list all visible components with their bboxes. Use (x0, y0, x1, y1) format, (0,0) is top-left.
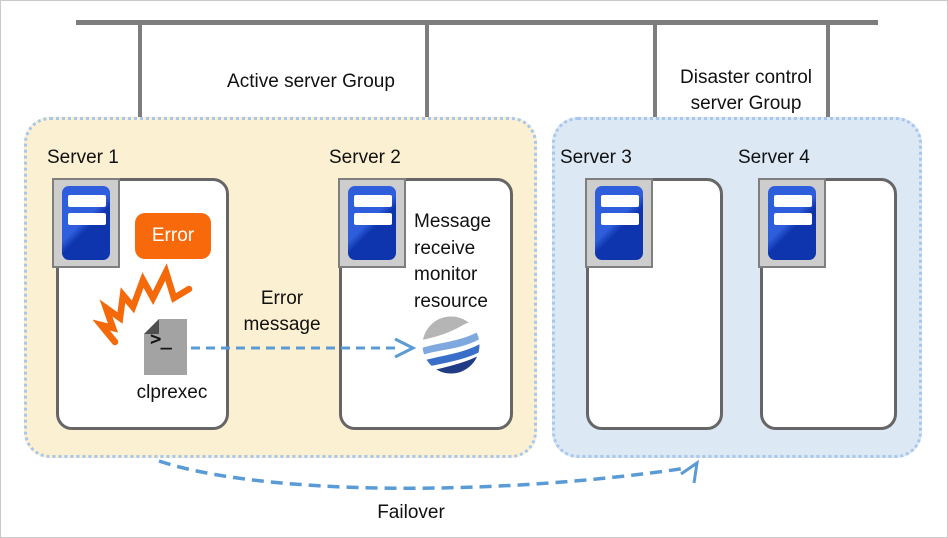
network-drop-line-server2 (425, 20, 429, 179)
error-message-label: Error message (243, 288, 321, 335)
server-unit-shape (595, 186, 643, 260)
server-slot-bar (354, 213, 392, 225)
monitor-resource-label: Message receive monitor resource (414, 211, 492, 312)
server2-label: Server 2 (329, 147, 401, 168)
server-slot-bar (354, 195, 392, 207)
server3-label: Server 3 (560, 147, 632, 168)
server4-label: Server 4 (738, 147, 810, 168)
server-slot-bar (774, 213, 812, 225)
server1-icon (52, 178, 120, 268)
network-drop-line-server1 (138, 20, 142, 179)
server-unit-shape (62, 186, 110, 260)
network-bus-line (76, 20, 878, 25)
server-slot-bar (601, 195, 639, 207)
active-group-label: Active server Group (227, 71, 395, 92)
failover-arrow (158, 459, 699, 490)
server-unit-shape (768, 186, 816, 260)
error-message-arrow (191, 337, 417, 359)
server1-label: Server 1 (47, 147, 119, 168)
server-unit-shape (348, 186, 396, 260)
error-badge: Error (135, 213, 211, 259)
server3-icon (585, 178, 653, 268)
server-slot-bar (774, 195, 812, 207)
disaster-group-label: Disaster control server Group (680, 67, 812, 114)
server2-icon (338, 178, 406, 268)
crash-lightning-icon (93, 263, 193, 346)
server-slot-bar (601, 213, 639, 225)
terminal-prompt-glyph: >_ (150, 328, 172, 350)
network-drop-line-server4 (826, 20, 830, 179)
server-slot-bar (68, 213, 106, 225)
clprexec-label: clprexec (136, 382, 208, 403)
server4-icon (758, 178, 826, 268)
server-slot-bar (68, 195, 106, 207)
failover-label: Failover (377, 502, 445, 523)
monitor-resource-globe-icon (422, 316, 480, 374)
network-drop-line-server3 (653, 20, 657, 179)
